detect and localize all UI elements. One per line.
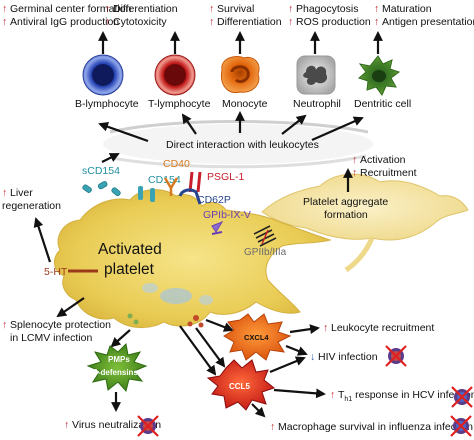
svg-text:↑: ↑ bbox=[2, 16, 7, 28]
aggregate-effect-2: Recruitment bbox=[360, 167, 417, 179]
splenocyte-label-2: in LCMV infection bbox=[10, 332, 92, 344]
cell-effect-arrows bbox=[98, 31, 383, 54]
aggregate-effect-1: Activation bbox=[360, 154, 406, 166]
chemokine-arrows bbox=[179, 318, 234, 376]
leukocyte-recruitment-label: Leukocyte recruitment bbox=[331, 322, 434, 334]
neut-effect-2: ROS production bbox=[296, 16, 371, 28]
svg-text:↑: ↑ bbox=[288, 3, 293, 15]
splenocyte-label-1: Splenocyte protection bbox=[10, 319, 111, 331]
pmps-arrow bbox=[110, 329, 131, 348]
neutrophil-label: Neutrophil bbox=[293, 98, 341, 110]
direct-interaction-label: Direct interaction with leukocytes bbox=[166, 139, 319, 151]
monocyte-effects: ↑ Survival ↑ Differentiation bbox=[209, 3, 282, 28]
svg-text:↑: ↑ bbox=[330, 389, 335, 401]
mono-effect-2: Differentiation bbox=[217, 16, 282, 28]
th1-label: Th1 response in HCV infection bbox=[338, 389, 474, 403]
svg-text:↑: ↑ bbox=[105, 3, 110, 15]
svg-text:↑: ↑ bbox=[270, 421, 275, 433]
scd154-molecules bbox=[82, 181, 121, 197]
svg-text:↑: ↑ bbox=[2, 187, 7, 199]
platelet-label-2: platelet bbox=[104, 261, 155, 278]
platelet-aggregate bbox=[261, 173, 469, 273]
platelet-label-1: Activated bbox=[98, 241, 162, 258]
t-lymphocyte-icon bbox=[154, 54, 196, 96]
aggregate-label-1: Platelet aggregate bbox=[303, 196, 388, 208]
svg-text:↑: ↑ bbox=[2, 319, 7, 331]
outcome-arrows bbox=[251, 324, 326, 418]
gpiib-receptor bbox=[253, 225, 277, 247]
pmps-label-1: PMPs bbox=[108, 355, 130, 364]
gpiib-label: GPIIb/IIIa bbox=[244, 247, 287, 258]
b-effect-2: Antiviral IgG production bbox=[10, 16, 119, 28]
t-cell-effects: ↑ Differentiation ↑ Cytotoxicity bbox=[105, 3, 178, 28]
virus-neutralization-label: Virus neutralization bbox=[72, 419, 161, 431]
cxcl4-burst bbox=[223, 313, 292, 361]
virus-icon bbox=[450, 415, 472, 437]
macrophage-label: Macrophage survival in influenza infecti… bbox=[278, 421, 473, 433]
svg-text:↑: ↑ bbox=[2, 3, 7, 15]
gpib-receptor bbox=[211, 220, 224, 235]
dc-effect-2: Antigen presentation bbox=[382, 16, 474, 28]
svg-text:↑: ↑ bbox=[374, 16, 379, 28]
dendritic-cell-icon bbox=[358, 55, 401, 96]
hiv-label: HIV infection bbox=[318, 351, 378, 363]
virus-icon bbox=[451, 386, 473, 408]
dendritic-cell-label: Dentritic cell bbox=[354, 98, 411, 110]
cd40-label: CD40 bbox=[163, 158, 190, 170]
th1-t: T bbox=[338, 389, 345, 401]
scd154-label: sCD154 bbox=[82, 165, 120, 177]
svg-text:↑: ↑ bbox=[209, 3, 214, 15]
interaction-arrows bbox=[98, 111, 364, 143]
pmps-burst bbox=[86, 342, 148, 393]
neutrophil-effects: ↑ Phagocytosis ↑ ROS production bbox=[288, 3, 371, 28]
cd62p-label: CD62P bbox=[197, 194, 231, 206]
virus-icon bbox=[385, 345, 407, 367]
5ht-label: 5-HT bbox=[44, 266, 68, 278]
svg-text:↑: ↑ bbox=[352, 167, 357, 179]
pmps-label-2: β-defensins bbox=[93, 368, 138, 377]
dc-effect-1: Maturation bbox=[382, 3, 432, 15]
liver-arrow bbox=[33, 217, 52, 263]
dendritic-effects: ↑ Maturation ↑ Antigen presentation bbox=[374, 3, 474, 28]
svg-text:↓: ↓ bbox=[310, 351, 315, 363]
svg-text:↑: ↑ bbox=[323, 322, 328, 334]
t-effect-1: Differentiation bbox=[113, 3, 178, 15]
mono-effect-1: Survival bbox=[217, 3, 254, 15]
th1-rest: response in HCV infection bbox=[352, 389, 474, 401]
platelet-to-interaction-arrows bbox=[101, 153, 120, 163]
t-lymphocyte-label: T-lymphocyte bbox=[148, 98, 211, 110]
aggregate-label-2: formation bbox=[324, 209, 368, 221]
t-effect-2: Cytotoxicity bbox=[113, 16, 167, 28]
neut-effect-1: Phagocytosis bbox=[296, 3, 358, 15]
b-lymphocyte-icon bbox=[82, 54, 124, 96]
liver-label-2: regeneration bbox=[2, 200, 61, 212]
cxcl4-label: CXCL4 bbox=[244, 333, 269, 342]
ccl5-burst bbox=[206, 359, 276, 411]
b-effect-1: Germinal center formation bbox=[10, 3, 132, 15]
svg-text:↑: ↑ bbox=[374, 3, 379, 15]
splenocyte-arrow bbox=[56, 297, 85, 318]
th1-sub: h1 bbox=[344, 396, 352, 403]
psgl1-label: PSGL-1 bbox=[207, 171, 245, 183]
b-lymphocyte-label: B-lymphocyte bbox=[75, 98, 139, 110]
svg-text:↑: ↑ bbox=[105, 16, 110, 28]
b-cell-effects: ↑ Germinal center formation ↑ Antiviral … bbox=[2, 3, 132, 28]
svg-text:↑: ↑ bbox=[288, 16, 293, 28]
cd62p-receptor bbox=[178, 188, 202, 205]
activated-platelet bbox=[54, 189, 332, 328]
cd154-receptor bbox=[138, 186, 155, 202]
svg-text:↑: ↑ bbox=[209, 16, 214, 28]
ccl5-label: CCL5 bbox=[229, 382, 250, 391]
neutrophil-icon bbox=[296, 55, 336, 95]
cd40-receptor bbox=[163, 177, 179, 196]
liver-label-1: Liver bbox=[10, 187, 33, 199]
monocyte-label: Monocyte bbox=[222, 98, 268, 110]
virus-icon bbox=[137, 415, 159, 437]
svg-text:↑: ↑ bbox=[64, 419, 69, 431]
aggregate-effects: ↑ Activation ↑ Recruitment bbox=[352, 154, 417, 179]
monocyte-icon bbox=[220, 56, 260, 94]
svg-text:↑: ↑ bbox=[352, 154, 357, 166]
gpib-label: GPIb-IX-V bbox=[203, 209, 251, 221]
